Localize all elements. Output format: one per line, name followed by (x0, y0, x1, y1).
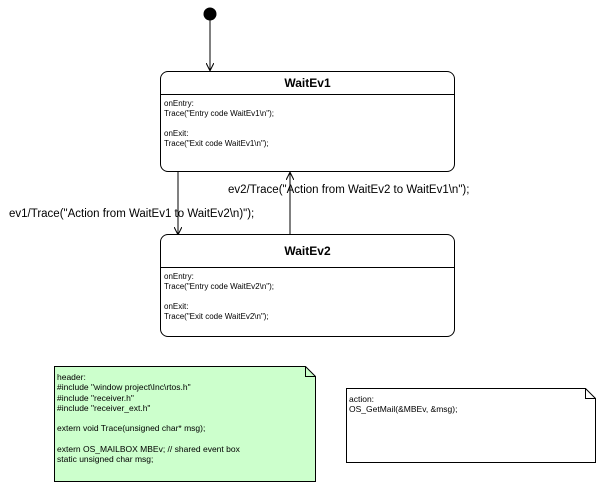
header-note-line: #include "receiver_ext.h" (57, 402, 151, 413)
state-waitev1-body: onEntry: Trace("Entry code WaitEv1\n"); … (161, 95, 454, 149)
state-waitev2-exit-code: Trace("Exit code WaitEv2\n"); (164, 312, 269, 321)
action-note[interactable]: action: OS_GetMail(&MBEv, &msg); (346, 388, 596, 463)
header-note-line: static unsigned char msg; (57, 454, 154, 465)
header-note-line: extern OS_MAILBOX MBEv; // shared event … (57, 444, 240, 455)
state-waitev2-entry-label: onEntry: (164, 272, 194, 281)
header-note-line: extern void Trace(unsigned char* msg); (57, 423, 206, 434)
action-note-shape (346, 388, 596, 463)
state-waitev2-exit-label: onExit: (164, 302, 189, 311)
state-waitev2[interactable]: WaitEv2 onEntry: Trace("Entry code WaitE… (160, 234, 455, 337)
state-waitev1[interactable]: WaitEv1 onEntry: Trace("Entry code WaitE… (160, 71, 455, 172)
state-waitev1-exit-label: onExit: (164, 129, 189, 138)
header-note-shape (54, 366, 316, 482)
header-note-line: header: (57, 372, 86, 382)
state-waitev2-body: onEntry: Trace("Entry code WaitEv2\n"); … (161, 268, 454, 322)
state-waitev1-title: WaitEv1 (161, 72, 454, 95)
action-note-line: OS_GetMail(&MBEv, &msg); (349, 404, 458, 415)
action-note-line: action: (349, 394, 375, 404)
ev2-transition-label[interactable]: ev2/Trace("Action from WaitEv2 to WaitEv… (228, 184, 470, 196)
ev1-transition-label[interactable]: ev1/Trace("Action from WaitEv1 to WaitEv… (9, 208, 255, 220)
state-waitev1-entry-code: Trace("Entry code WaitEv1\n"); (164, 109, 275, 118)
header-note-line: #include "window project\Inc\rtos.h" (57, 382, 191, 393)
header-note[interactable]: header: #include "window project\Inc\rto… (54, 366, 316, 482)
action-note-text: action: OS_GetMail(&MBEv, &msg); (349, 394, 457, 415)
state-waitev1-entry-label: onEntry: (164, 99, 194, 108)
state-waitev2-title: WaitEv2 (161, 235, 454, 268)
state-waitev1-exit-code: Trace("Exit code WaitEv1\n"); (164, 139, 269, 148)
header-note-line: #include "receiver.h" (57, 392, 134, 403)
state-waitev2-entry-code: Trace("Entry code WaitEv2\n"); (164, 282, 275, 291)
initial-state-dot (203, 7, 217, 21)
header-note-text: header: #include "window project\Inc\rto… (57, 372, 240, 465)
